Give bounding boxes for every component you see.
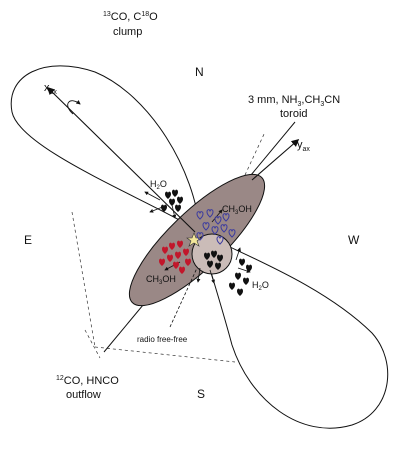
- toroid-label-line1: 3 mm, NH3,CH3CN: [248, 94, 340, 108]
- h2o-masers-upper: [161, 189, 183, 212]
- ch3oh-label-upper: CH3OH: [222, 204, 252, 216]
- clump-label-line1: 13CO, C18O: [103, 11, 158, 23]
- x-axis-arrow: [46, 86, 196, 233]
- toroid-label-line2: toroid: [280, 108, 308, 120]
- h2o-label-lower: H2O: [252, 280, 269, 292]
- outflow-label-line1: 12CO, HNCO: [56, 375, 119, 387]
- h2o-masers-lower: [229, 258, 252, 296]
- clump-label-line2: clump: [113, 26, 142, 38]
- x-axis-rotation-arrow: [67, 99, 81, 115]
- ch3oh-label-lower: CH3OH: [146, 274, 176, 286]
- north-label: N: [195, 65, 204, 79]
- h2o-label-upper: H2O: [150, 179, 167, 191]
- east-label: E: [24, 233, 32, 247]
- y-axis-label: yax: [297, 139, 310, 153]
- south-label: S: [197, 387, 205, 401]
- west-label: W: [348, 233, 360, 247]
- outflow-lobe-northeast: [10, 65, 201, 233]
- outflow-lobe-southwest: [199, 230, 389, 429]
- radio-pointer-line: [169, 267, 198, 328]
- y-axis-arrow: [251, 138, 300, 181]
- projection-lines: [71, 131, 266, 363]
- outflow-label-line2: outflow: [66, 389, 101, 401]
- radio-free-free-label: radio free-free: [137, 335, 188, 344]
- central-star-icon: [186, 232, 202, 247]
- x-axis-label: xax: [44, 82, 57, 96]
